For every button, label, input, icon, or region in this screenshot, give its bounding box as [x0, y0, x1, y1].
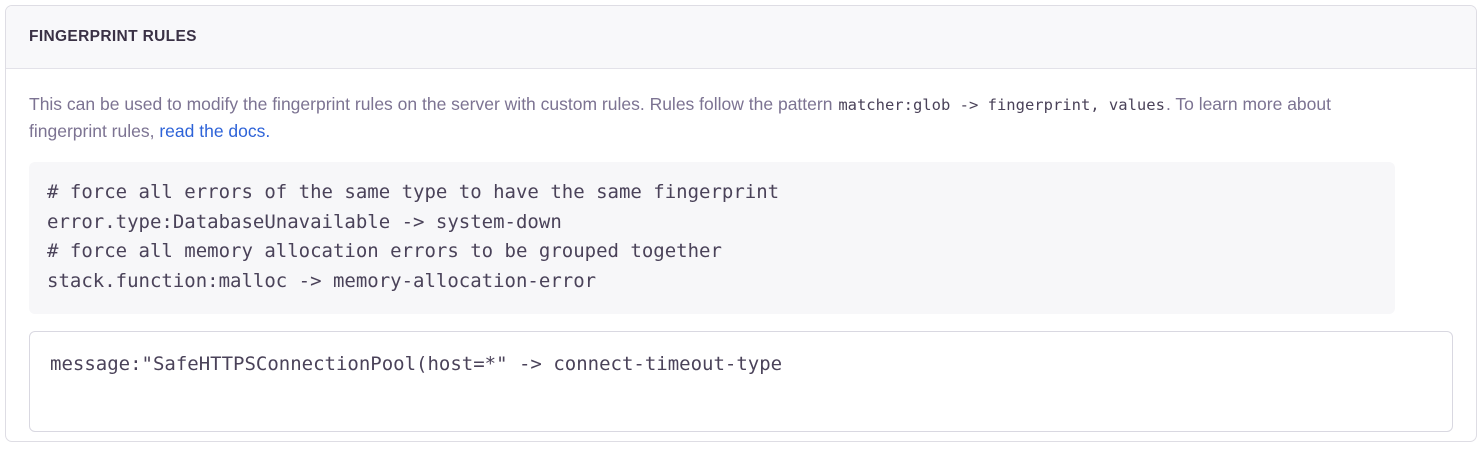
fingerprint-rules-panel: FINGERPRINT RULES This can be used to mo…: [5, 5, 1477, 442]
description-text: This can be used to modify the fingerpri…: [29, 91, 1394, 144]
description-text-after-code: . To learn more about fingerprint rules,: [29, 94, 1331, 141]
page-title: FINGERPRINT RULES: [29, 28, 197, 45]
description-text-before-code: This can be used to modify the fingerpri…: [29, 94, 838, 114]
inline-code-pattern: matcher:glob -> fingerprint, values: [838, 96, 1165, 114]
panel-body: This can be used to modify the fingerpri…: [6, 69, 1476, 432]
panel-header: FINGERPRINT RULES: [6, 6, 1476, 69]
fingerprint-rules-input[interactable]: [29, 331, 1453, 432]
example-code-block: # force all errors of the same type to h…: [29, 162, 1395, 314]
read-the-docs-link[interactable]: read the docs.: [159, 121, 271, 141]
example-code-text: # force all errors of the same type to h…: [47, 181, 780, 292]
